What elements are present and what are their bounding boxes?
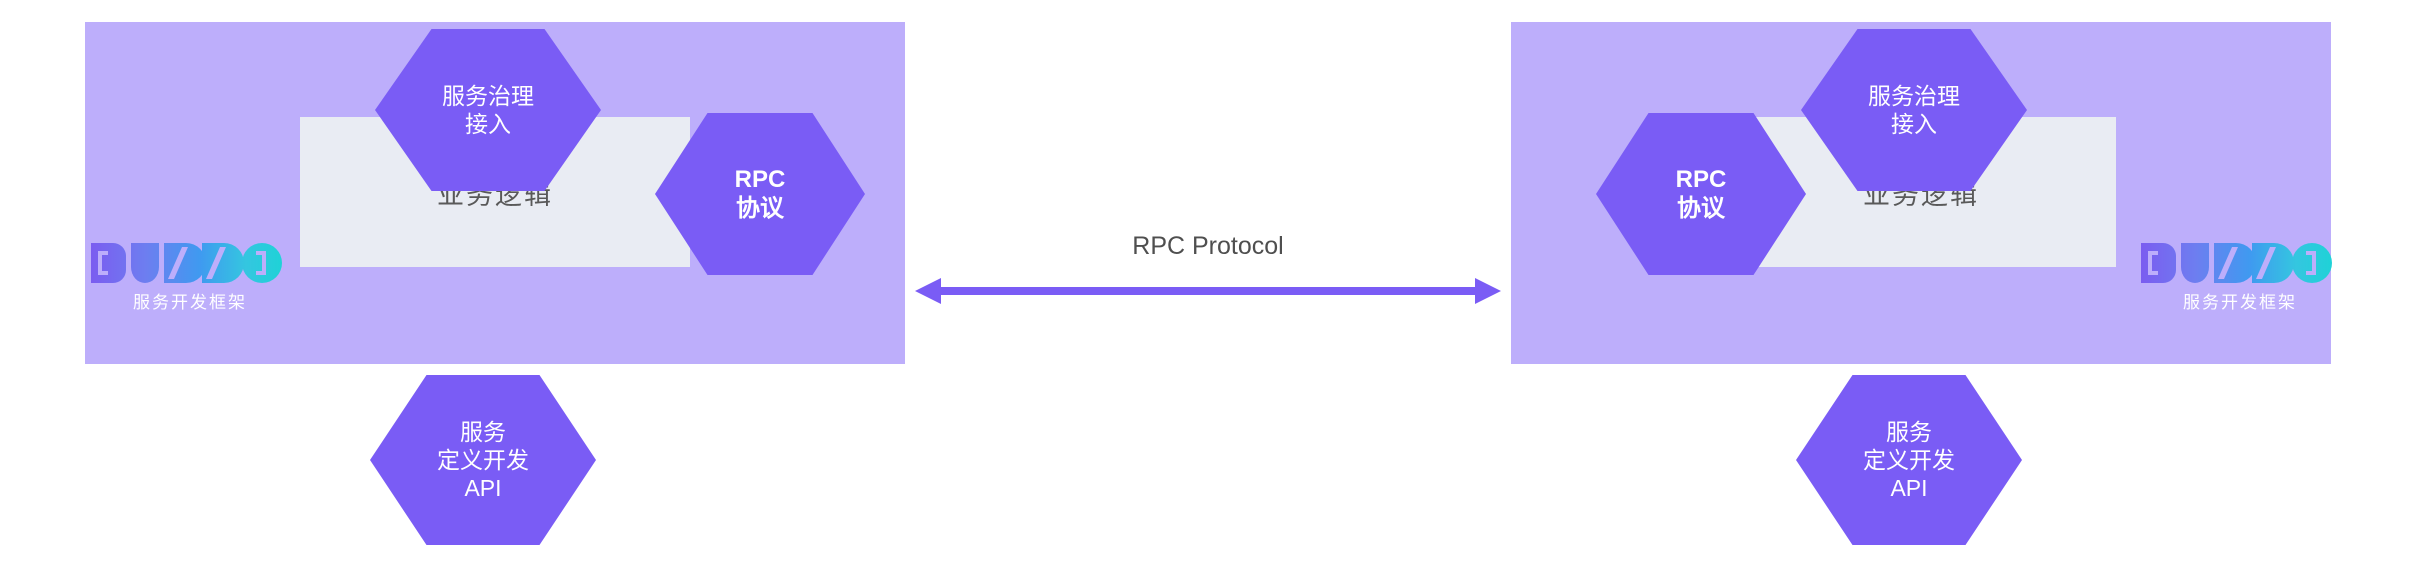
right-hex-service-definition: 服务 定义开发 API xyxy=(1796,375,2022,545)
left-dubbo-logo: 服务开发框架 xyxy=(90,242,290,313)
left-hex-rpc-line-1: RPC xyxy=(734,165,786,193)
right-hex-definition-line-3: API xyxy=(1890,475,1928,502)
left-hex-definition-line-3: API xyxy=(464,475,502,502)
right-dubbo-subtitle: 服务开发框架 xyxy=(2183,293,2297,312)
right-hex-rpc-protocol: RPC 协议 xyxy=(1596,113,1806,275)
dubbo-wordmark-icon xyxy=(90,242,290,284)
rpc-protocol-label: RPC Protocol xyxy=(1132,232,1284,260)
left-hex-definition-line-2: 定义开发 xyxy=(437,446,529,473)
left-hex-definition-line-1: 服务 xyxy=(460,418,506,445)
right-hex-governance-line-1: 服务治理 xyxy=(1868,82,1960,109)
left-hex-rpc-line-2: 协议 xyxy=(736,195,784,222)
right-hex-definition-line-2: 定义开发 xyxy=(1863,446,1955,473)
right-hex-definition-line-1: 服务 xyxy=(1886,418,1932,445)
right-hex-governance-line-2: 接入 xyxy=(1891,111,1937,137)
right-hex-rpc-line-1: RPC xyxy=(1675,165,1727,193)
left-hex-rpc-protocol: RPC 协议 xyxy=(655,113,865,275)
left-dubbo-subtitle: 服务开发框架 xyxy=(133,293,247,312)
right-hex-rpc-line-2: 协议 xyxy=(1677,195,1725,222)
rpc-protocol-connector: RPC Protocol xyxy=(915,232,1501,322)
left-hex-governance-line-2: 接入 xyxy=(465,111,511,137)
dubbo-wordmark-icon xyxy=(2140,242,2340,284)
left-hex-governance-line-1: 服务治理 xyxy=(442,82,534,109)
right-dubbo-logo: 服务开发框架 xyxy=(2140,242,2340,313)
left-hex-service-definition: 服务 定义开发 API xyxy=(370,375,596,545)
double-headed-arrow-icon xyxy=(915,274,1501,308)
